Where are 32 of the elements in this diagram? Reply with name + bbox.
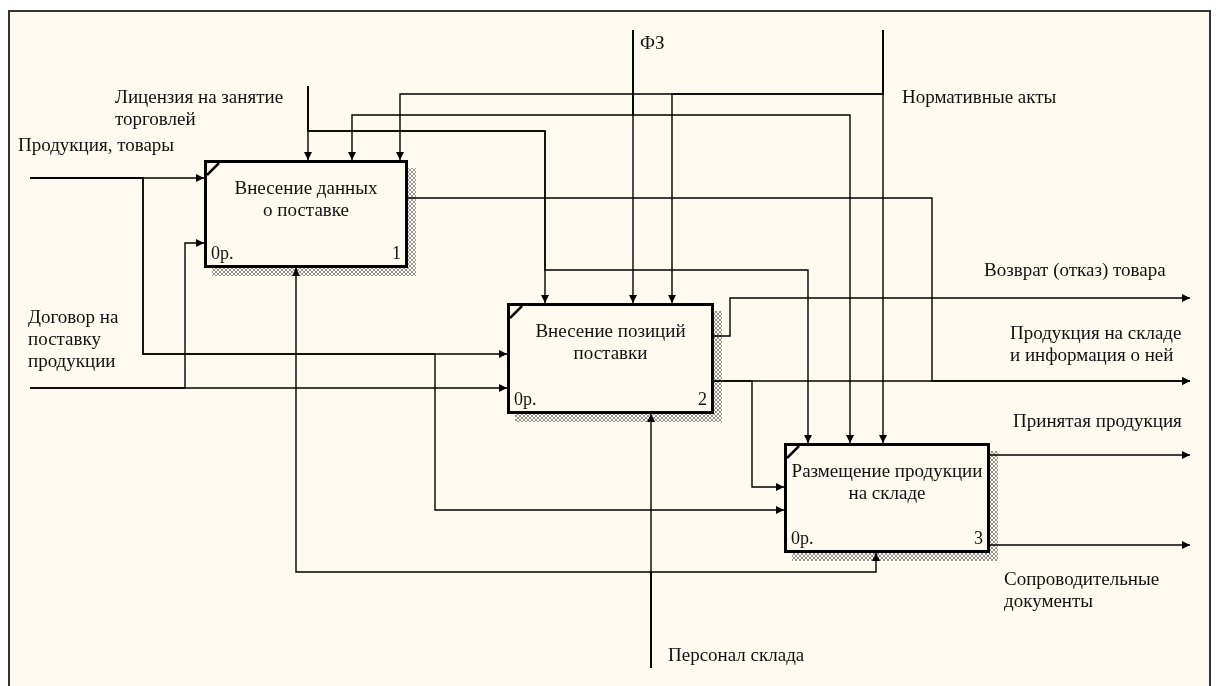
arrow-label: Продукция, товары — [18, 134, 208, 156]
activity-title: Размещение продукции на складе — [790, 460, 984, 504]
arrow-label: Договор на поставку продукции — [28, 306, 148, 372]
arrow — [989, 451, 1191, 459]
arrow — [29, 239, 205, 389]
arrow — [713, 380, 785, 491]
cost-label: 0р. — [211, 242, 234, 264]
activity-box — [784, 443, 990, 553]
cost-label: 0р. — [514, 388, 537, 410]
activity-title: Внесение данных о поставке — [233, 177, 379, 221]
arrow-label: ФЗ — [640, 32, 680, 54]
arrow-label: Продукция на складе и информация о ней — [1010, 322, 1193, 366]
arrow — [29, 177, 785, 514]
activity-number: 2 — [698, 388, 707, 410]
arrow — [989, 541, 1191, 549]
activity-box — [204, 160, 408, 268]
arrow — [307, 85, 812, 444]
arrow-label: Лицензия на занятие торговлей — [115, 86, 311, 130]
arrow-label: Сопроводительные документы — [1004, 568, 1204, 612]
arrow — [650, 552, 880, 669]
arrow — [632, 29, 854, 444]
arrow-label: Персонал склада — [668, 644, 838, 666]
arrow-label: Возврат (отказ) товара — [984, 259, 1199, 281]
arrow-label: Нормативные акты — [902, 86, 1102, 108]
arrow-label: Принятая продукция — [1013, 410, 1208, 432]
activity-title: Внесение позиций поставки — [534, 320, 687, 364]
cost-label: 0р. — [791, 527, 814, 549]
activity-box — [507, 303, 714, 414]
arrow — [668, 29, 884, 304]
activity-number: 1 — [392, 242, 401, 264]
activity-number: 3 — [974, 527, 983, 549]
arrow — [713, 294, 1191, 337]
